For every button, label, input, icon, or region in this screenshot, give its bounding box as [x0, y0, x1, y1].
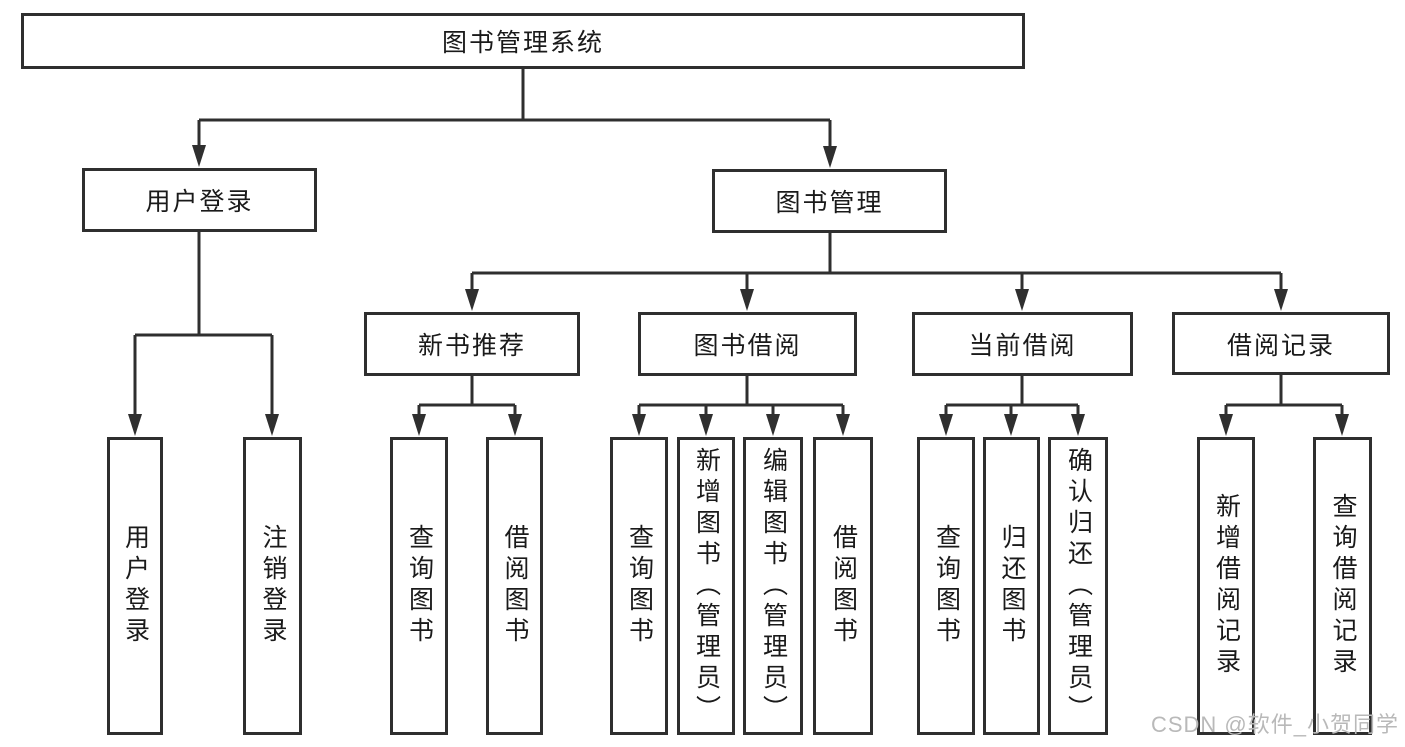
leaf-borrow-books-2: 借阅图书 [813, 437, 873, 735]
leaf-user-login: 用户登录 [107, 437, 163, 735]
node-user-login-branch: 用户登录 [82, 168, 317, 232]
leaf-query-books-3: 查询图书 [917, 437, 975, 735]
leaf-return-books: 归还图书 [983, 437, 1040, 735]
node-current-borrowing: 当前借阅 [912, 312, 1133, 376]
leaf-edit-book-admin: 编辑图书（管理员） [743, 437, 803, 735]
leaf-logout: 注销登录 [243, 437, 302, 735]
node-borrowing-records: 借阅记录 [1172, 312, 1390, 375]
leaf-query-books-2: 查询图书 [610, 437, 668, 735]
leaf-add-book-admin: 新增图书（管理员） [677, 437, 735, 735]
leaf-query-borrow-record: 查询借阅记录 [1313, 437, 1372, 735]
leaf-confirm-return-admin: 确认归还（管理员） [1048, 437, 1108, 735]
leaf-borrow-books-1: 借阅图书 [486, 437, 543, 735]
node-book-management: 图书管理 [712, 169, 947, 233]
node-new-book-recommend: 新书推荐 [364, 312, 580, 376]
node-root: 图书管理系统 [21, 13, 1025, 69]
leaf-query-books-1: 查询图书 [390, 437, 448, 735]
node-book-borrowing: 图书借阅 [638, 312, 857, 376]
leaf-add-borrow-record: 新增借阅记录 [1197, 437, 1255, 735]
